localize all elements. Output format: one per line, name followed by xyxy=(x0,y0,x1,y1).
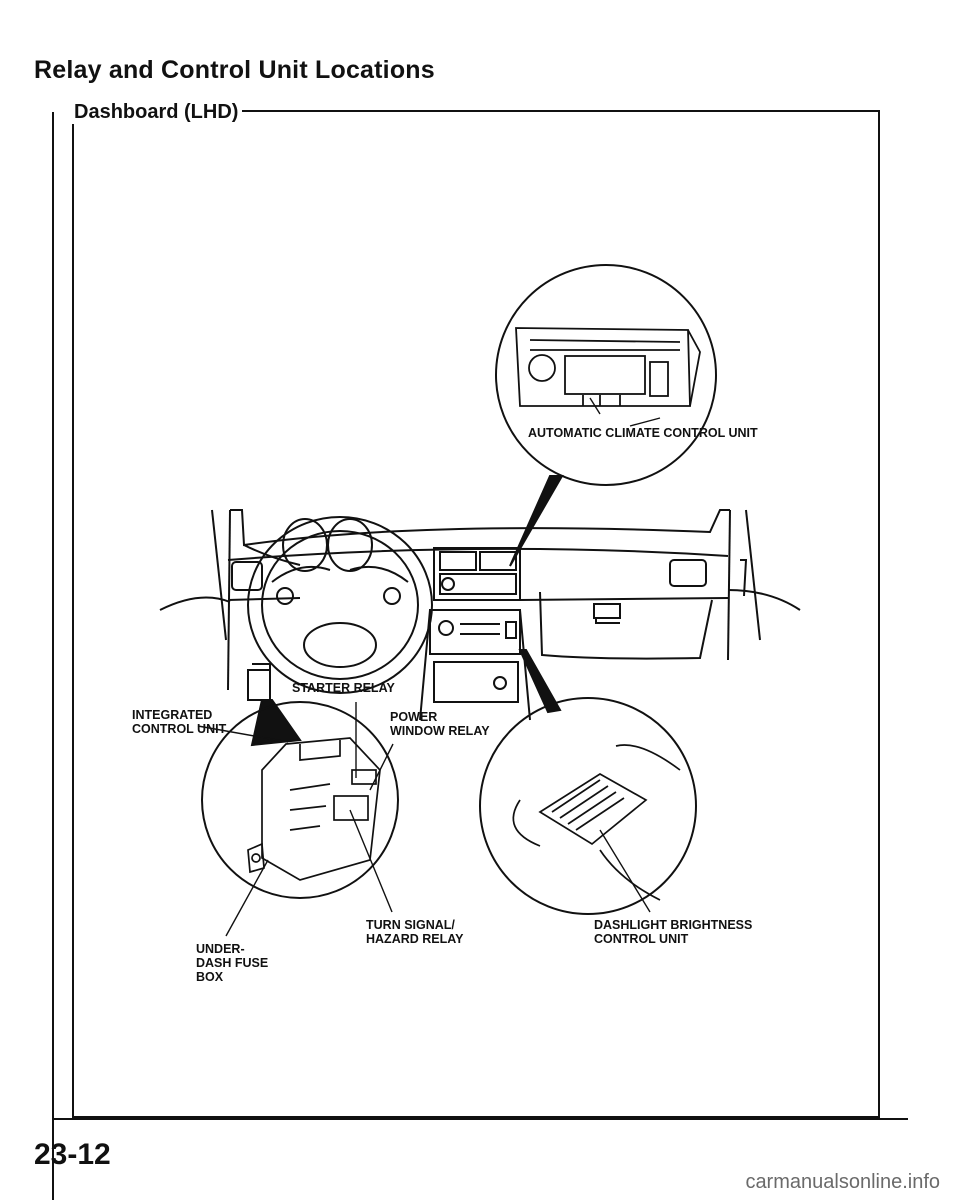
callout-dashlight-brightness-control-unit: DASHLIGHT BRIGHTNESS CONTROL UNIT xyxy=(594,918,753,946)
callout-integrated-control-unit: INTEGRATED CONTROL UNIT xyxy=(132,708,227,736)
dashlight-unit-icon xyxy=(512,744,681,901)
starter-relay-block xyxy=(247,663,271,701)
fuse-box-icon xyxy=(247,737,381,881)
page-title: Relay and Control Unit Locations xyxy=(34,56,435,84)
leader-lines xyxy=(197,397,661,937)
page-number: 23-12 xyxy=(34,1138,111,1171)
callout-under-dash-fuse-box: UNDER-DASH FUSE BOX xyxy=(196,942,269,984)
diagram-frame xyxy=(72,110,880,1118)
fuse-box-detail-circle xyxy=(201,701,399,899)
page-margin-rule xyxy=(52,112,54,1200)
center-console xyxy=(419,547,531,721)
watermark: carmanualsonline.info xyxy=(745,1171,940,1193)
callout-turn-signal-hazard-relay: TURN SIGNAL/ HAZARD RELAY xyxy=(366,918,464,946)
dashboard-outline xyxy=(159,509,801,691)
section-title: Dashboard (LHD) xyxy=(70,101,243,124)
callout-starter-relay: STARTER RELAY xyxy=(292,681,395,695)
callout-automatic-climate-control-unit: AUTOMATIC CLIMATE CONTROL UNIT xyxy=(528,426,758,440)
steering-wheel xyxy=(247,516,433,694)
fuse-box-pointer xyxy=(250,699,302,747)
climate-unit-pointer xyxy=(509,475,564,567)
dashlight-detail-circle xyxy=(479,697,697,915)
page-bottom-rule xyxy=(52,1118,908,1120)
climate-unit-detail-circle xyxy=(495,264,717,486)
callout-power-window-relay: POWER WINDOW RELAY xyxy=(390,710,490,738)
climate-unit-icon xyxy=(515,327,701,407)
dashlight-pointer xyxy=(518,649,562,714)
